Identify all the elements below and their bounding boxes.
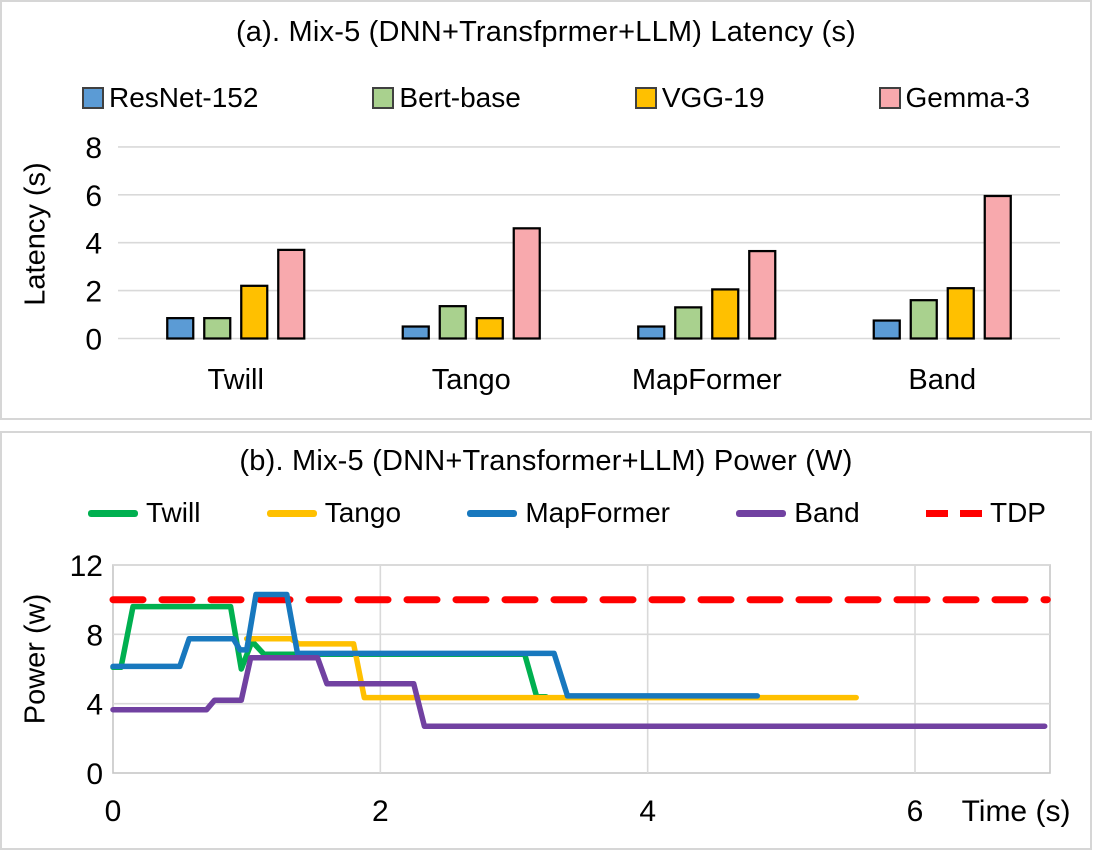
y-tick-label-0: 0: [86, 758, 103, 791]
legend-label-vgg19: VGG-19: [661, 82, 765, 113]
bar-VGG-19-MapFormer: [711, 288, 740, 340]
y-tick-label-12: 12: [70, 550, 103, 583]
panel-power-chart: (b). Mix-5 (DNN+Transformer+LLM) Power (…: [0, 431, 1092, 850]
y-tick-label-6: 6: [85, 180, 102, 213]
legend-item-vgg19: VGG-19: [634, 82, 765, 114]
bar-VGG-19-Band: [946, 287, 975, 340]
y-tick-label-2: 2: [85, 276, 102, 309]
bar-ResNet-152-MapFormer: [637, 325, 666, 340]
tdp-dashed-line-swatch-icon: [925, 509, 982, 517]
band-line-swatch-icon: [736, 509, 787, 517]
category-label-Tango: Tango: [432, 364, 511, 396]
series-line-MapFormer: [110, 591, 761, 699]
x-tick-label-6: 6: [907, 795, 924, 828]
legend-label-twill: Twill: [146, 497, 201, 528]
bar-Gemma-3-MapFormer: [748, 249, 777, 340]
legend-label-gemma3: Gemma-3: [905, 82, 1030, 113]
bertbase-swatch-icon: [372, 87, 395, 109]
chart-a-legend: ResNet-152 Bert-base VGG-19 Gemma-3: [82, 82, 1030, 114]
twill-line-swatch-icon: [88, 509, 138, 517]
legend-label-mapformer: MapFormer: [525, 497, 671, 528]
bar-Gemma-3-Twill: [277, 248, 306, 340]
legend-item-gemma3: Gemma-3: [878, 82, 1030, 114]
series-line-Twill: [110, 603, 549, 700]
bar-Gemma-3-Band: [983, 194, 1012, 340]
category-label-MapFormer: MapFormer: [632, 364, 782, 396]
vgg19-swatch-icon: [634, 87, 657, 109]
legend-item-tdp: TDP: [925, 497, 1046, 529]
chart-b-title: (b). Mix-5 (DNN+Transformer+LLM) Power (…: [239, 445, 853, 477]
y-tick-label-0: 0: [85, 324, 102, 357]
bar-ResNet-152-Band: [872, 319, 901, 340]
legend-label-band: Band: [794, 497, 860, 528]
bar-Gemma-3-Tango: [512, 227, 541, 340]
legend-label-bertbase: Bert-base: [399, 82, 521, 113]
category-label-Band: Band: [908, 364, 976, 396]
mapformer-line-swatch-icon: [467, 509, 518, 517]
category-label-Twill: Twill: [208, 364, 264, 396]
x-tick-label-4: 4: [639, 795, 656, 828]
series-line-Tango: [243, 635, 859, 701]
y-tick-label-4: 4: [85, 228, 102, 261]
legend-item-bertbase: Bert-base: [372, 82, 521, 114]
bar-VGG-19-Tango: [475, 317, 504, 340]
chart-b-legend: Twill Tango MapFormer Band TDP: [88, 497, 1046, 529]
x-tick-label-0: 0: [105, 795, 122, 828]
y-tick-label-4: 4: [86, 689, 103, 722]
legend-item-tango: Tango: [266, 497, 402, 529]
x-tick-label-2: 2: [372, 795, 389, 828]
x-axis-label: Time (s): [962, 795, 1071, 828]
bar-Bert-base-Twill: [203, 317, 232, 340]
legend-item-resnet152: ResNet-152: [82, 82, 258, 114]
legend-label-tdp: TDP: [989, 497, 1046, 528]
bar-Bert-base-Band: [909, 299, 938, 340]
bar-VGG-19-Twill: [240, 284, 269, 340]
series-line-Band: [110, 654, 1048, 729]
legend-label-resnet152: ResNet-152: [109, 82, 259, 113]
tango-line-swatch-icon: [266, 509, 317, 517]
panel-latency-chart: (a). Mix-5 (DNN+Transfprmer+LLM) Latency…: [0, 0, 1092, 420]
y-tick-label-8: 8: [86, 619, 103, 652]
bar-Bert-base-MapFormer: [674, 306, 703, 340]
bar-ResNet-152-Tango: [401, 325, 430, 340]
gemma3-swatch-icon: [878, 87, 901, 109]
legend-item-twill: Twill: [88, 497, 200, 529]
bar-Bert-base-Tango: [438, 305, 467, 340]
legend-item-mapformer: MapFormer: [467, 497, 670, 529]
resnet152-swatch-icon: [82, 87, 104, 109]
y-tick-label-8: 8: [85, 132, 102, 165]
legend-item-band: Band: [736, 497, 860, 529]
chart-a-title: (a). Mix-5 (DNN+Transfprmer+LLM) Latency…: [235, 16, 857, 48]
bar-ResNet-152-Twill: [166, 317, 195, 340]
line-chart-plot: 0 4 8 12 0 2 4 6 Time (s): [70, 550, 1071, 828]
legend-label-tango: Tango: [324, 497, 402, 528]
